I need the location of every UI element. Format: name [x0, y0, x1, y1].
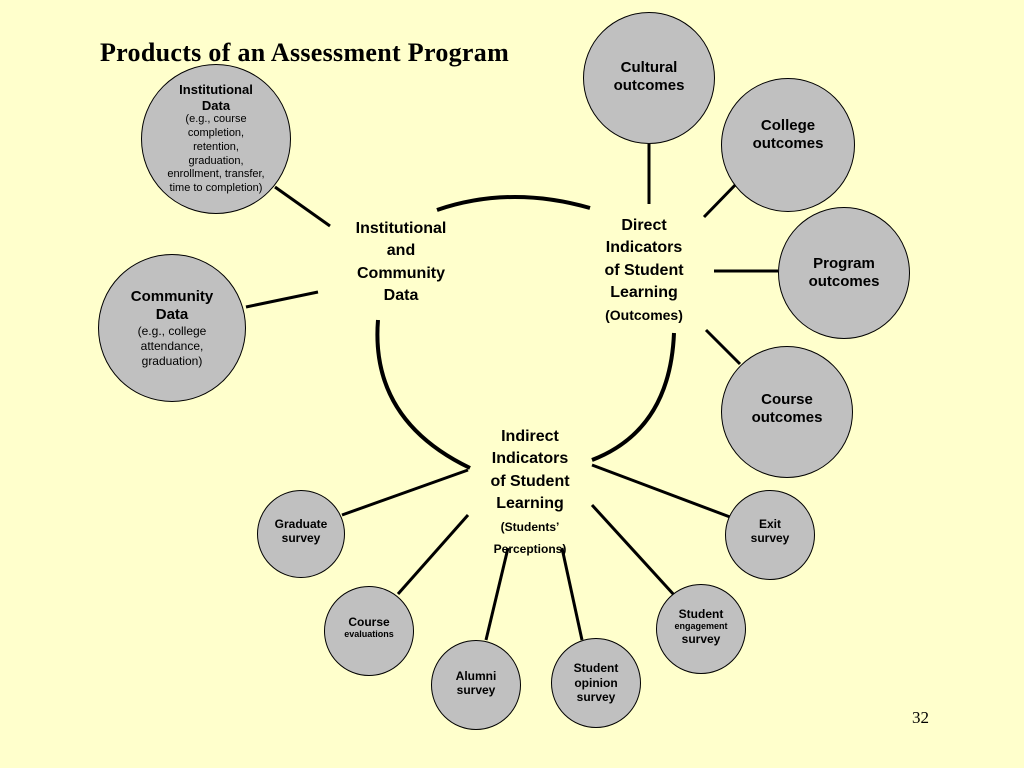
hub-line: of Student	[604, 261, 684, 279]
hub-indirect-indicators: Indirect Indicators of Student Learning …	[470, 426, 590, 560]
node-detail: (e.g., course	[185, 113, 247, 126]
connector-institutional-data	[274, 185, 331, 228]
hub-line: Learning	[610, 284, 678, 302]
connector-student-opinion	[560, 547, 584, 641]
node-program-outcomes: Program outcomes	[778, 207, 910, 339]
node-label: survey	[681, 632, 721, 647]
arc-left	[375, 319, 471, 470]
hub-line: Indicators	[605, 239, 683, 257]
slide-title: Products of an Assessment Program	[100, 38, 510, 67]
node-college-outcomes: College outcomes	[721, 78, 855, 212]
node-label: Student	[678, 607, 724, 621]
node-alumni-survey: Alumni survey	[431, 640, 521, 730]
connector-exit-survey	[591, 463, 731, 519]
hub-note: Perceptions)	[493, 541, 567, 556]
connector-course-outcomes	[704, 328, 742, 366]
hub-line: and	[386, 242, 416, 260]
page-number: 32	[912, 708, 929, 727]
node-label: engagement	[674, 621, 728, 632]
hub-institutional-community: Institutional and Community Data	[330, 218, 472, 308]
hub-line: Indirect	[501, 428, 559, 445]
node-detail: enrollment, transfer,	[167, 168, 265, 181]
node-label: opinion	[574, 675, 618, 690]
hub-line: Learning	[496, 495, 564, 513]
node-course-evaluations: Course evaluations	[324, 586, 414, 676]
node-detail: graduation)	[141, 353, 203, 368]
connector-community-data	[245, 290, 319, 309]
node-course-outcomes: Course outcomes	[721, 346, 853, 478]
hub-line: Community	[357, 264, 445, 282]
node-cultural-outcomes: Cultural outcomes	[583, 12, 715, 144]
node-label: outcomes	[613, 77, 685, 94]
hub-direct-indicators: Direct Indicators of Student Learning (O…	[584, 215, 704, 327]
hub-note: (Students’	[500, 519, 560, 534]
arc-top	[436, 194, 591, 212]
node-label: outcomes	[752, 135, 824, 152]
connector-student-engagement	[590, 503, 677, 598]
arc-right	[591, 332, 676, 462]
node-label: outcomes	[751, 409, 823, 426]
node-label: Alumni	[455, 669, 497, 683]
node-institutional-data: Institutional Data (e.g., course complet…	[141, 64, 291, 214]
node-label: outcomes	[808, 273, 880, 290]
node-title: Community	[130, 287, 214, 305]
hub-line: Indicators	[491, 450, 569, 468]
node-detail: retention,	[193, 140, 239, 153]
hub-line: of Student	[490, 472, 570, 490]
node-label: Program	[813, 255, 875, 272]
node-exit-survey: Exit survey	[725, 490, 815, 580]
node-label: evaluations	[344, 629, 394, 640]
node-title: Data	[201, 97, 231, 113]
node-label: Cultural	[620, 59, 678, 76]
connector-college	[702, 178, 742, 219]
node-label: College	[760, 117, 816, 134]
connector-graduate-survey	[341, 468, 469, 517]
node-student-opinion-survey: Student opinion survey	[551, 638, 641, 728]
node-detail: time to completion)	[169, 182, 263, 195]
connector-course-evaluations	[396, 514, 470, 595]
node-label: Course	[348, 615, 390, 629]
connector-alumni-survey	[484, 547, 510, 641]
node-graduate-survey: Graduate survey	[257, 490, 345, 578]
node-label: Exit	[758, 517, 781, 531]
node-label: Course	[761, 391, 813, 408]
node-label: survey	[576, 690, 616, 705]
hub-line: Data	[383, 287, 419, 305]
node-title: Data	[155, 305, 189, 323]
node-detail: (e.g., college	[137, 323, 207, 338]
node-community-data: Community Data (e.g., college attendance…	[98, 254, 246, 402]
node-label: survey	[281, 531, 321, 546]
hub-note: (Outcomes)	[605, 306, 683, 323]
node-label: survey	[750, 531, 790, 546]
node-detail: graduation,	[188, 154, 244, 167]
node-label: Student	[573, 661, 619, 676]
node-label: survey	[456, 683, 496, 698]
node-detail: attendance,	[140, 338, 204, 353]
hub-line: Institutional	[355, 220, 447, 237]
node-label: Graduate	[274, 517, 328, 531]
node-detail: completion,	[187, 127, 245, 140]
node-student-engagement-survey: Student engagement survey	[656, 584, 746, 674]
hub-line: Direct	[621, 217, 667, 234]
node-title: Institutional	[179, 82, 253, 98]
